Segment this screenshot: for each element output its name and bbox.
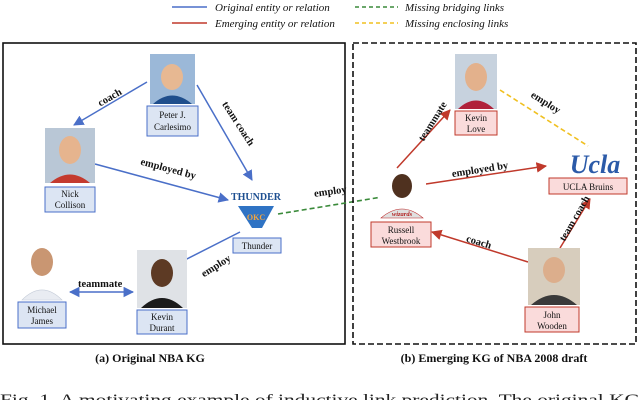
ucla-label-box xyxy=(548,177,628,195)
james-face xyxy=(31,248,53,276)
edge-label-teammate-left: teammate xyxy=(78,279,123,290)
westbrook-face xyxy=(392,174,412,198)
edge-carlesimo-thunder xyxy=(196,84,253,181)
node-james: Michael James xyxy=(17,240,67,329)
collison-label-line2: Collison xyxy=(55,200,86,210)
node-love: Kevin Love xyxy=(454,54,498,136)
love-face xyxy=(465,63,487,91)
carlesimo-label-box xyxy=(146,105,199,137)
bridging-link xyxy=(277,196,383,215)
westbrook-jersey-text: wizards xyxy=(392,211,413,218)
james-label-box xyxy=(17,301,67,329)
edge-wooden-westbrook xyxy=(430,229,529,263)
right-panel-title: (b) Emerging KG of NBA 2008 draft xyxy=(401,351,588,365)
thunder-logo-shield xyxy=(238,206,274,228)
love-label-box xyxy=(454,110,498,136)
collison-jersey xyxy=(50,174,90,183)
left-panel-border xyxy=(2,42,346,345)
westbrook-label-line2: Westbrook xyxy=(382,236,421,246)
durant-jersey xyxy=(141,298,183,308)
thunder-label: Thunder xyxy=(242,241,273,251)
westbrook-label-line1: Russell xyxy=(388,225,415,235)
collison-label-box xyxy=(44,186,96,213)
edge-label-employ-left: employ xyxy=(200,253,234,280)
ucla-label: UCLA Bruins xyxy=(563,182,614,192)
wooden-label-line2: Wooden xyxy=(537,321,567,331)
right-panel-border xyxy=(352,42,637,345)
wooden-suit xyxy=(531,295,577,305)
edge-label-team-coach-right: team coach xyxy=(558,194,593,243)
carlesimo-label-line1: Peter J. xyxy=(159,110,186,120)
legend: Original entity or relation Emerging ent… xyxy=(172,2,508,30)
right-panel: teammate employed by coach team coach em… xyxy=(352,42,637,365)
james-jersey xyxy=(21,289,63,301)
wooden-label-line1: John xyxy=(543,310,561,320)
wooden-face xyxy=(543,257,565,283)
ucla-logo: Ucla xyxy=(570,150,621,179)
edge-westbrook-ucla xyxy=(425,162,548,185)
edge-label-coach-left: coach xyxy=(96,87,124,109)
durant-face xyxy=(151,259,173,287)
node-durant: Kevin Durant xyxy=(136,250,188,335)
wooden-label-box xyxy=(524,306,580,333)
edge-label-employed-by-right: employed by xyxy=(451,160,510,180)
durant-label-line1: Kevin xyxy=(151,312,173,322)
love-label-line2: Love xyxy=(467,124,486,134)
figure-caption: Fig. 1. A motivating example of inductiv… xyxy=(0,392,640,400)
edge-carlesimo-collison xyxy=(73,81,148,126)
collison-label-line1: Nick xyxy=(61,189,79,199)
left-panel: coach team coach employed by employ team… xyxy=(2,42,346,365)
node-collison: Nick Collison xyxy=(44,128,96,213)
westbrook-jersey xyxy=(380,208,424,219)
left-panel-title: (a) Original NBA KG xyxy=(95,351,205,365)
node-carlesimo: Peter J. Carlesimo xyxy=(146,54,199,137)
edge-label-team-coach-left: team coach xyxy=(219,100,256,148)
james-label-line2: James xyxy=(31,316,53,326)
edge-westbrook-love xyxy=(396,109,451,169)
collison-face xyxy=(59,136,81,164)
node-westbrook: wizards Russell Westbrook xyxy=(370,170,432,248)
legend-enclosing-label: Missing enclosing links xyxy=(404,18,508,30)
legend-emerging-label: Emerging entity or relation xyxy=(214,18,335,30)
love-label-line1: Kevin xyxy=(465,113,487,123)
carlesimo-label-line2: Carlesimo xyxy=(154,122,191,132)
thunder-logo-sub: OKC xyxy=(247,213,265,222)
legend-bridging-label: Missing bridging links xyxy=(404,2,504,14)
edge-label-teammate-right: teammate xyxy=(417,100,450,144)
bridging-link-label: employ xyxy=(313,184,348,200)
durant-label-line2: Durant xyxy=(150,323,175,333)
legend-original-label: Original entity or relation xyxy=(215,2,330,14)
thunder-logo-text: THUNDER xyxy=(231,192,282,203)
edge-collison-thunder xyxy=(94,163,230,203)
westbrook-label-box xyxy=(370,221,432,248)
node-thunder: THUNDER OKC Thunder xyxy=(231,192,282,254)
edge-wooden-ucla xyxy=(559,198,591,249)
enclosing-link-label: employ xyxy=(529,90,563,117)
edge-label-coach-right: coach xyxy=(465,234,493,252)
durant-label-box xyxy=(136,309,188,335)
love-jersey xyxy=(458,100,494,109)
carlesimo-shirt xyxy=(153,95,192,104)
carlesimo-face xyxy=(161,64,183,90)
james-label-line1: Michael xyxy=(27,305,57,315)
enclosing-link xyxy=(499,89,589,147)
node-ucla: Ucla UCLA Bruins xyxy=(548,150,628,195)
node-wooden: John Wooden xyxy=(524,248,580,333)
thunder-label-box xyxy=(232,237,282,254)
